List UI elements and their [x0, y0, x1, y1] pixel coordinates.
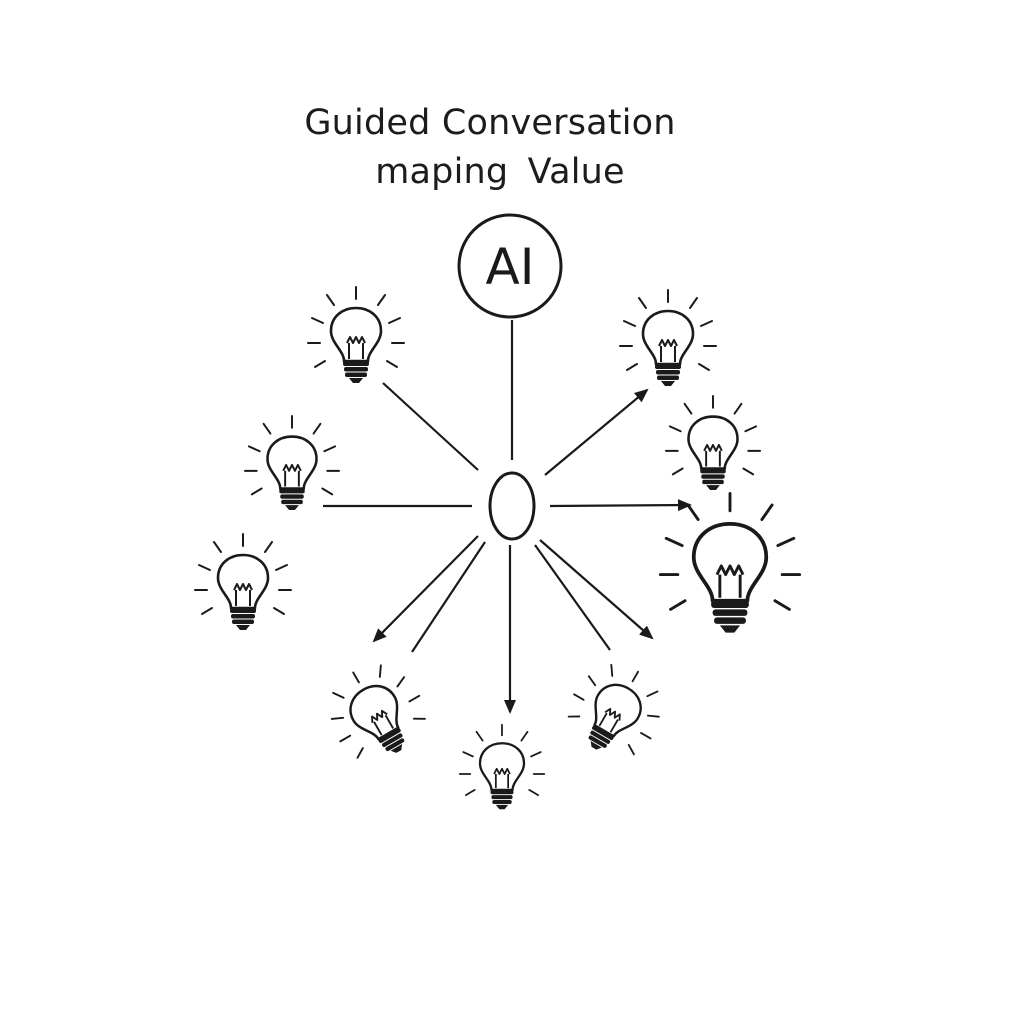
- arrow-bottom-right: [539, 539, 654, 640]
- lightbulb-icon: [243, 414, 341, 512]
- diagram-title-line-1: Guided Conversation: [304, 103, 676, 143]
- lightbulb-icon: [306, 285, 406, 385]
- central-hub-node: [488, 471, 536, 541]
- arrow-right: [549, 499, 692, 512]
- arrow-bottom-left: [372, 535, 479, 643]
- ai-node: AI: [457, 213, 563, 319]
- connector-top-left: [382, 382, 479, 471]
- lightbulb-icon: [658, 491, 802, 635]
- lightbulb-icon: [618, 288, 718, 388]
- lightbulb-icon: [664, 394, 762, 492]
- connector-lower-left: [411, 541, 486, 653]
- ai-node-label: AI: [486, 238, 535, 296]
- lightbulb-icon: [312, 648, 440, 776]
- lightbulb-icon: [458, 723, 546, 811]
- connector-lower-right: [534, 544, 611, 651]
- arrow-top-right: [544, 388, 649, 476]
- diagram-title-line-2: maping Value: [375, 152, 625, 192]
- lightbulb-icon: [554, 648, 678, 772]
- lightbulb-icon: [193, 532, 293, 632]
